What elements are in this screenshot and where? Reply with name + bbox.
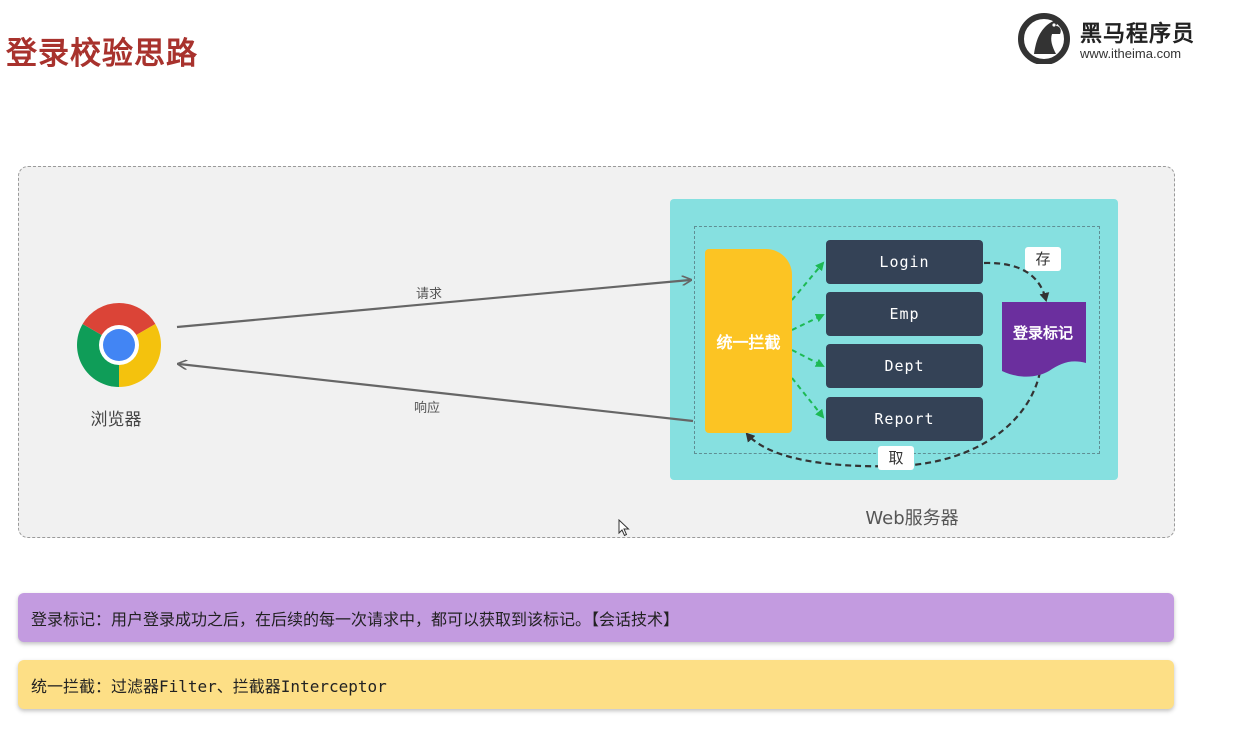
horse-logo-icon	[1018, 13, 1070, 64]
store-tag: 存	[1025, 247, 1061, 271]
endpoint-report: Report	[826, 397, 983, 441]
login-token-label: 登录标记	[1012, 324, 1073, 342]
login-token-shape	[1002, 302, 1086, 377]
brand-name: 黑马程序员	[1080, 22, 1196, 47]
page-title: 登录校验思路	[6, 36, 198, 72]
response-label: 响应	[414, 401, 441, 416]
unified-interceptor-box: 统一拦截	[705, 249, 792, 433]
brand-logo: 黑马程序员 www.itheima.com	[1016, 10, 1216, 66]
fetch-tag: 取	[878, 446, 914, 470]
brand-url: www.itheima.com	[1080, 46, 1182, 61]
endpoint-dept: Dept	[826, 344, 983, 388]
note-unified-interception: 统一拦截：过滤器Filter、拦截器Interceptor	[18, 660, 1174, 709]
endpoint-login: Login	[826, 240, 983, 284]
mouse-cursor-icon	[618, 519, 630, 537]
web-server-label: Web服务器	[865, 508, 959, 529]
browser-label: 浏览器	[90, 410, 142, 430]
chrome-icon	[77, 303, 161, 387]
note-login-token: 登录标记：用户登录成功之后，在后续的每一次请求中，都可以获取到该标记。【会话技术…	[18, 593, 1174, 642]
request-label: 请求	[416, 287, 443, 302]
endpoint-emp: Emp	[826, 292, 983, 336]
